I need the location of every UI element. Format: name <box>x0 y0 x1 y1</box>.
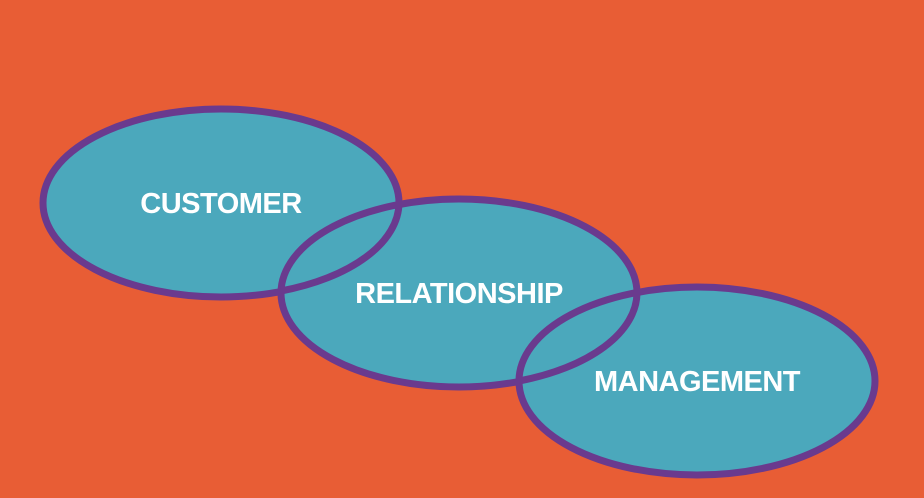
label-management: MANAGEMENT <box>594 366 801 398</box>
ellipse-relationship-overlap-outline <box>518 292 641 385</box>
ellipse-customer-overlap-outline <box>280 202 403 295</box>
label-customer: CUSTOMER <box>140 188 302 220</box>
label-relationship: RELATIONSHIP <box>355 278 563 310</box>
